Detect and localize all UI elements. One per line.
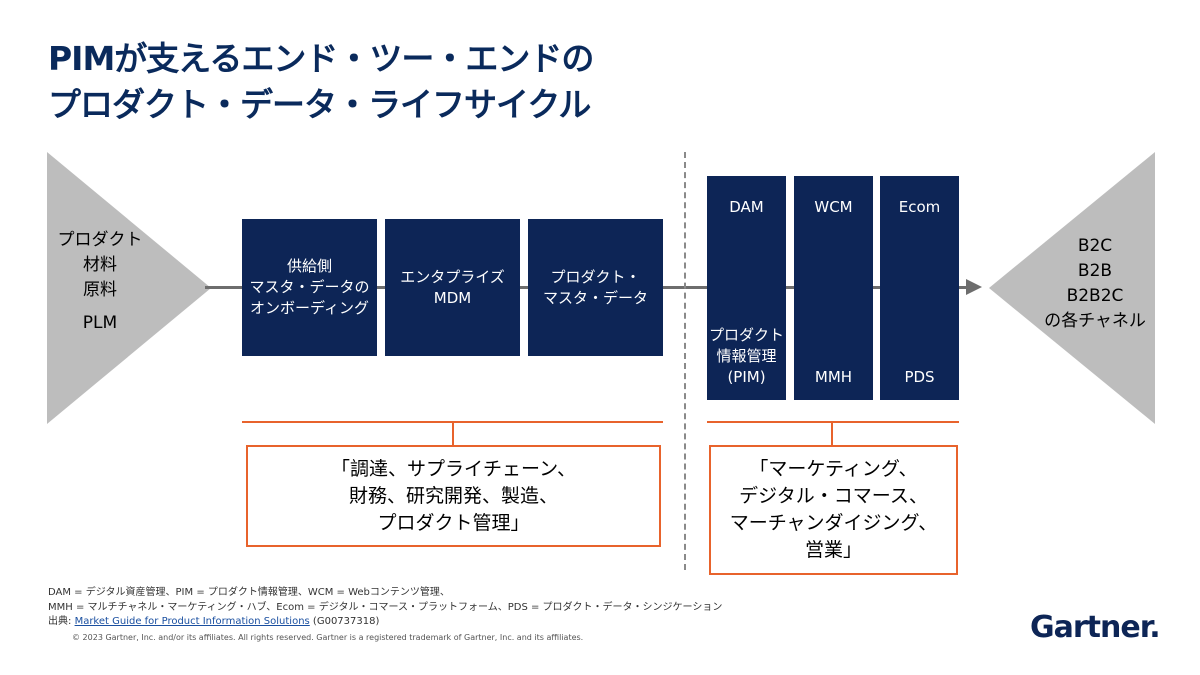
- process-box-3-line-1: プロダクト・: [550, 267, 641, 286]
- right-scope-bracket-stem: [831, 421, 833, 446]
- page-title: PIMが支えるエンド・ツー・エンドの プロダクト・データ・ライフサイクル: [48, 36, 594, 128]
- pim-column-3-bottom-line-1: PDS: [904, 368, 935, 386]
- pim-column-2-top: WCM: [814, 198, 853, 216]
- right-scope-line-1: 「マーケティング、: [749, 458, 918, 480]
- title-line-2: プロダクト・データ・ライフサイクル: [48, 85, 591, 124]
- process-box-enterprise-mdm: エンタプライズ MDM: [385, 219, 520, 356]
- footnote-line-1: DAM = デジタル資産管理、PIM = プロダクト情報管理、WCM = Web…: [48, 587, 450, 598]
- pim-column-2-bottom: MMH: [794, 367, 873, 388]
- right-scope-bracket-line: [707, 421, 959, 423]
- left-source-label: プロダクト 材料 原料 PLM: [40, 228, 160, 336]
- right-scope-line-3: マーチャンダイジング、: [729, 512, 938, 534]
- process-box-1-line-2: マスタ・データの: [249, 278, 370, 296]
- gartner-logo: Gartner.: [1030, 610, 1161, 645]
- footnote-line-2: MMH = マルチチャネル・マーケティング・ハブ、Ecom = デジタル・コマー…: [48, 602, 723, 613]
- process-box-3-line-2: マスタ・データ: [542, 288, 648, 307]
- left-scope-bracket-stem: [452, 421, 454, 446]
- right-target-label: B2C B2B B2B2C の各チャネル: [1030, 234, 1160, 334]
- pim-column-1-bottom-line-1: プロダクト: [708, 326, 784, 344]
- left-scope-line-1: 「調達、サプライチェーン、: [331, 457, 576, 480]
- left-scope-line-3: プロダクト管理」: [377, 511, 530, 534]
- left-source-line-4: PLM: [82, 313, 118, 333]
- right-scope-line-4: 営業」: [804, 539, 862, 561]
- pim-column-wcm: WCM MMH: [794, 176, 873, 400]
- process-box-product-master-data: プロダクト・ マスタ・データ: [528, 219, 663, 356]
- left-source-line-1: プロダクト: [57, 230, 143, 250]
- pim-column-1-top: DAM: [729, 198, 764, 216]
- pim-column-2-bottom-line-1: MMH: [814, 368, 853, 386]
- footnote-source-link[interactable]: Market Guide for Product Information Sol…: [74, 616, 310, 627]
- process-box-supplier-onboarding: 供給側 マスタ・データの オンボーディング: [242, 219, 377, 356]
- pim-column-ecom: Ecom PDS: [880, 176, 959, 400]
- right-target-line-2: B2B: [1077, 261, 1113, 281]
- left-scope-box: 「調達、サプライチェーン、 財務、研究開発、製造、 プロダクト管理」: [246, 445, 661, 547]
- flow-arrow-head: [966, 279, 982, 295]
- pim-column-dam: DAM プロダクト 情報管理 (PIM): [707, 176, 786, 400]
- right-scope-box: 「マーケティング、 デジタル・コマース、 マーチャンダイジング、 営業」: [709, 445, 958, 575]
- pim-column-1-bottom-line-3: (PIM): [727, 368, 766, 386]
- right-target-line-3: B2B2C: [1066, 286, 1124, 306]
- pim-column-1-bottom-line-2: 情報管理: [716, 347, 777, 365]
- pim-column-1-bottom: プロダクト 情報管理 (PIM): [707, 325, 786, 388]
- footnote-source-prefix: 出典:: [48, 616, 75, 627]
- process-box-2-line-1: エンタプライズ: [400, 267, 505, 286]
- copyright-text: © 2023 Gartner, Inc. and/or its affiliat…: [72, 633, 584, 642]
- process-box-1-line-3: オンボーディング: [250, 299, 369, 317]
- right-target-line-4: の各チャネル: [1044, 311, 1146, 331]
- left-source-line-2: 材料: [83, 255, 117, 275]
- footnote-source: 出典: Market Guide for Product Information…: [48, 612, 379, 627]
- right-target-triangle: [989, 152, 1155, 424]
- right-scope-line-2: デジタル・コマース、: [739, 485, 928, 507]
- right-target-line-1: B2C: [1077, 236, 1113, 256]
- left-source-triangle: [47, 152, 211, 424]
- left-source-line-3: 原料: [83, 280, 117, 300]
- divider-dashed-line: [684, 152, 686, 570]
- left-scope-line-2: 財務、研究開発、製造、: [348, 484, 558, 507]
- process-box-1-line-1: 供給側: [286, 257, 332, 275]
- title-line-1: PIMが支えるエンド・ツー・エンドの: [48, 39, 594, 78]
- process-box-2-line-2: MDM: [433, 288, 472, 307]
- footnote-source-suffix: (G00737318): [309, 616, 380, 627]
- pim-column-3-bottom: PDS: [880, 367, 959, 388]
- pim-column-3-top: Ecom: [898, 198, 941, 216]
